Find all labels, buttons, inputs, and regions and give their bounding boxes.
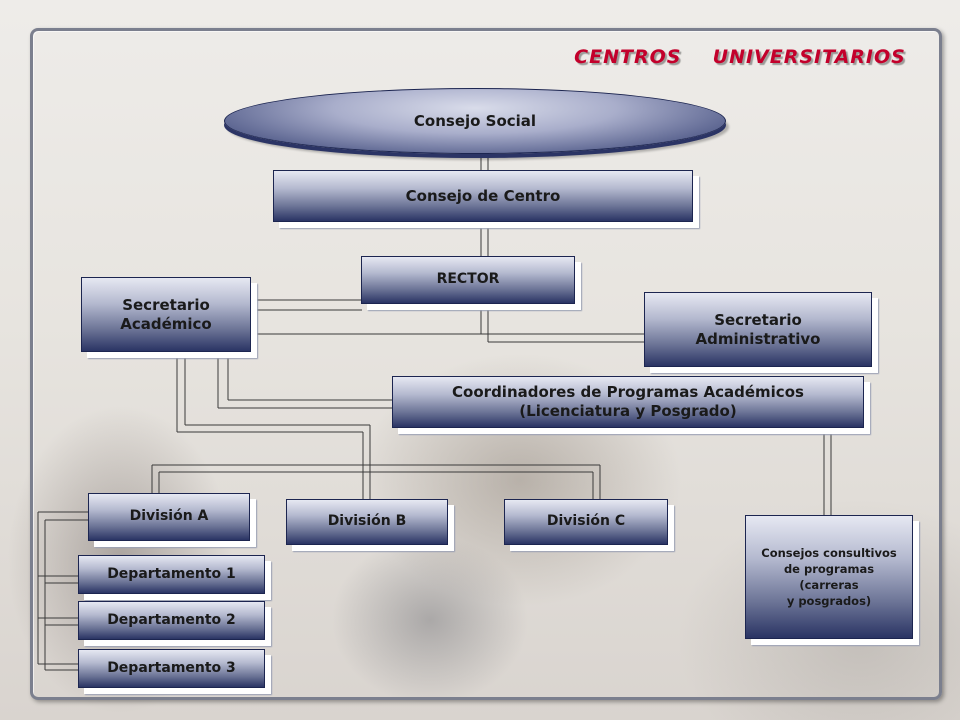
consejos-line3: (carreras bbox=[799, 578, 859, 592]
page-title: CENTROS UNIVERSITARIOS bbox=[574, 46, 906, 68]
consejo-centro-node: Consejo de Centro bbox=[273, 170, 693, 222]
division-b-node: División B bbox=[286, 499, 448, 545]
consejo-social-label: Consejo Social bbox=[413, 112, 537, 130]
departamento-3-label: Departamento 3 bbox=[107, 659, 236, 676]
consejo-social-node: Consejo Social bbox=[224, 88, 726, 154]
slide-frame bbox=[30, 28, 942, 700]
division-a-label: División A bbox=[129, 508, 209, 525]
coordinadores-node: Coordinadores de Programas Académicos (L… bbox=[392, 376, 864, 428]
departamento-2-label: Departamento 2 bbox=[107, 611, 236, 628]
consejos-line2: de programas bbox=[783, 561, 875, 576]
division-c-label: División C bbox=[546, 513, 626, 530]
departamento-2-node: Departamento 2 bbox=[78, 601, 265, 640]
coordinadores-line1: Coordinadores de Programas Académicos bbox=[452, 383, 804, 402]
consejos-consultivos-node: Consejos consultivos de programas (carre… bbox=[745, 515, 913, 639]
secretario-academico-node: Secretario Académico bbox=[81, 277, 251, 352]
consejo-centro-label: Consejo de Centro bbox=[405, 186, 561, 205]
secretario-administrativo-line1: Secretario bbox=[714, 310, 802, 329]
secretario-administrativo-line2: Administrativo bbox=[695, 329, 821, 348]
rector-node: RECTOR bbox=[361, 256, 575, 304]
secretario-academico-line1: Secretario bbox=[122, 295, 210, 314]
departamento-1-label: Departamento 1 bbox=[107, 565, 236, 582]
division-c-node: División C bbox=[504, 499, 668, 545]
consejos-line1: Consejos consultivos bbox=[761, 545, 897, 560]
departamento-1-node: Departamento 1 bbox=[78, 555, 265, 594]
departamento-3-node: Departamento 3 bbox=[78, 649, 265, 688]
secretario-academico-line2: Académico bbox=[120, 314, 212, 333]
consejos-line4: y posgrados) bbox=[786, 594, 872, 609]
division-b-label: División B bbox=[327, 513, 407, 530]
secretario-administrativo-node: Secretario Administrativo bbox=[644, 292, 872, 367]
coordinadores-line2: (Licenciatura y Posgrado) bbox=[519, 402, 737, 420]
division-a-node: División A bbox=[88, 493, 250, 541]
rector-label: RECTOR bbox=[436, 271, 500, 288]
